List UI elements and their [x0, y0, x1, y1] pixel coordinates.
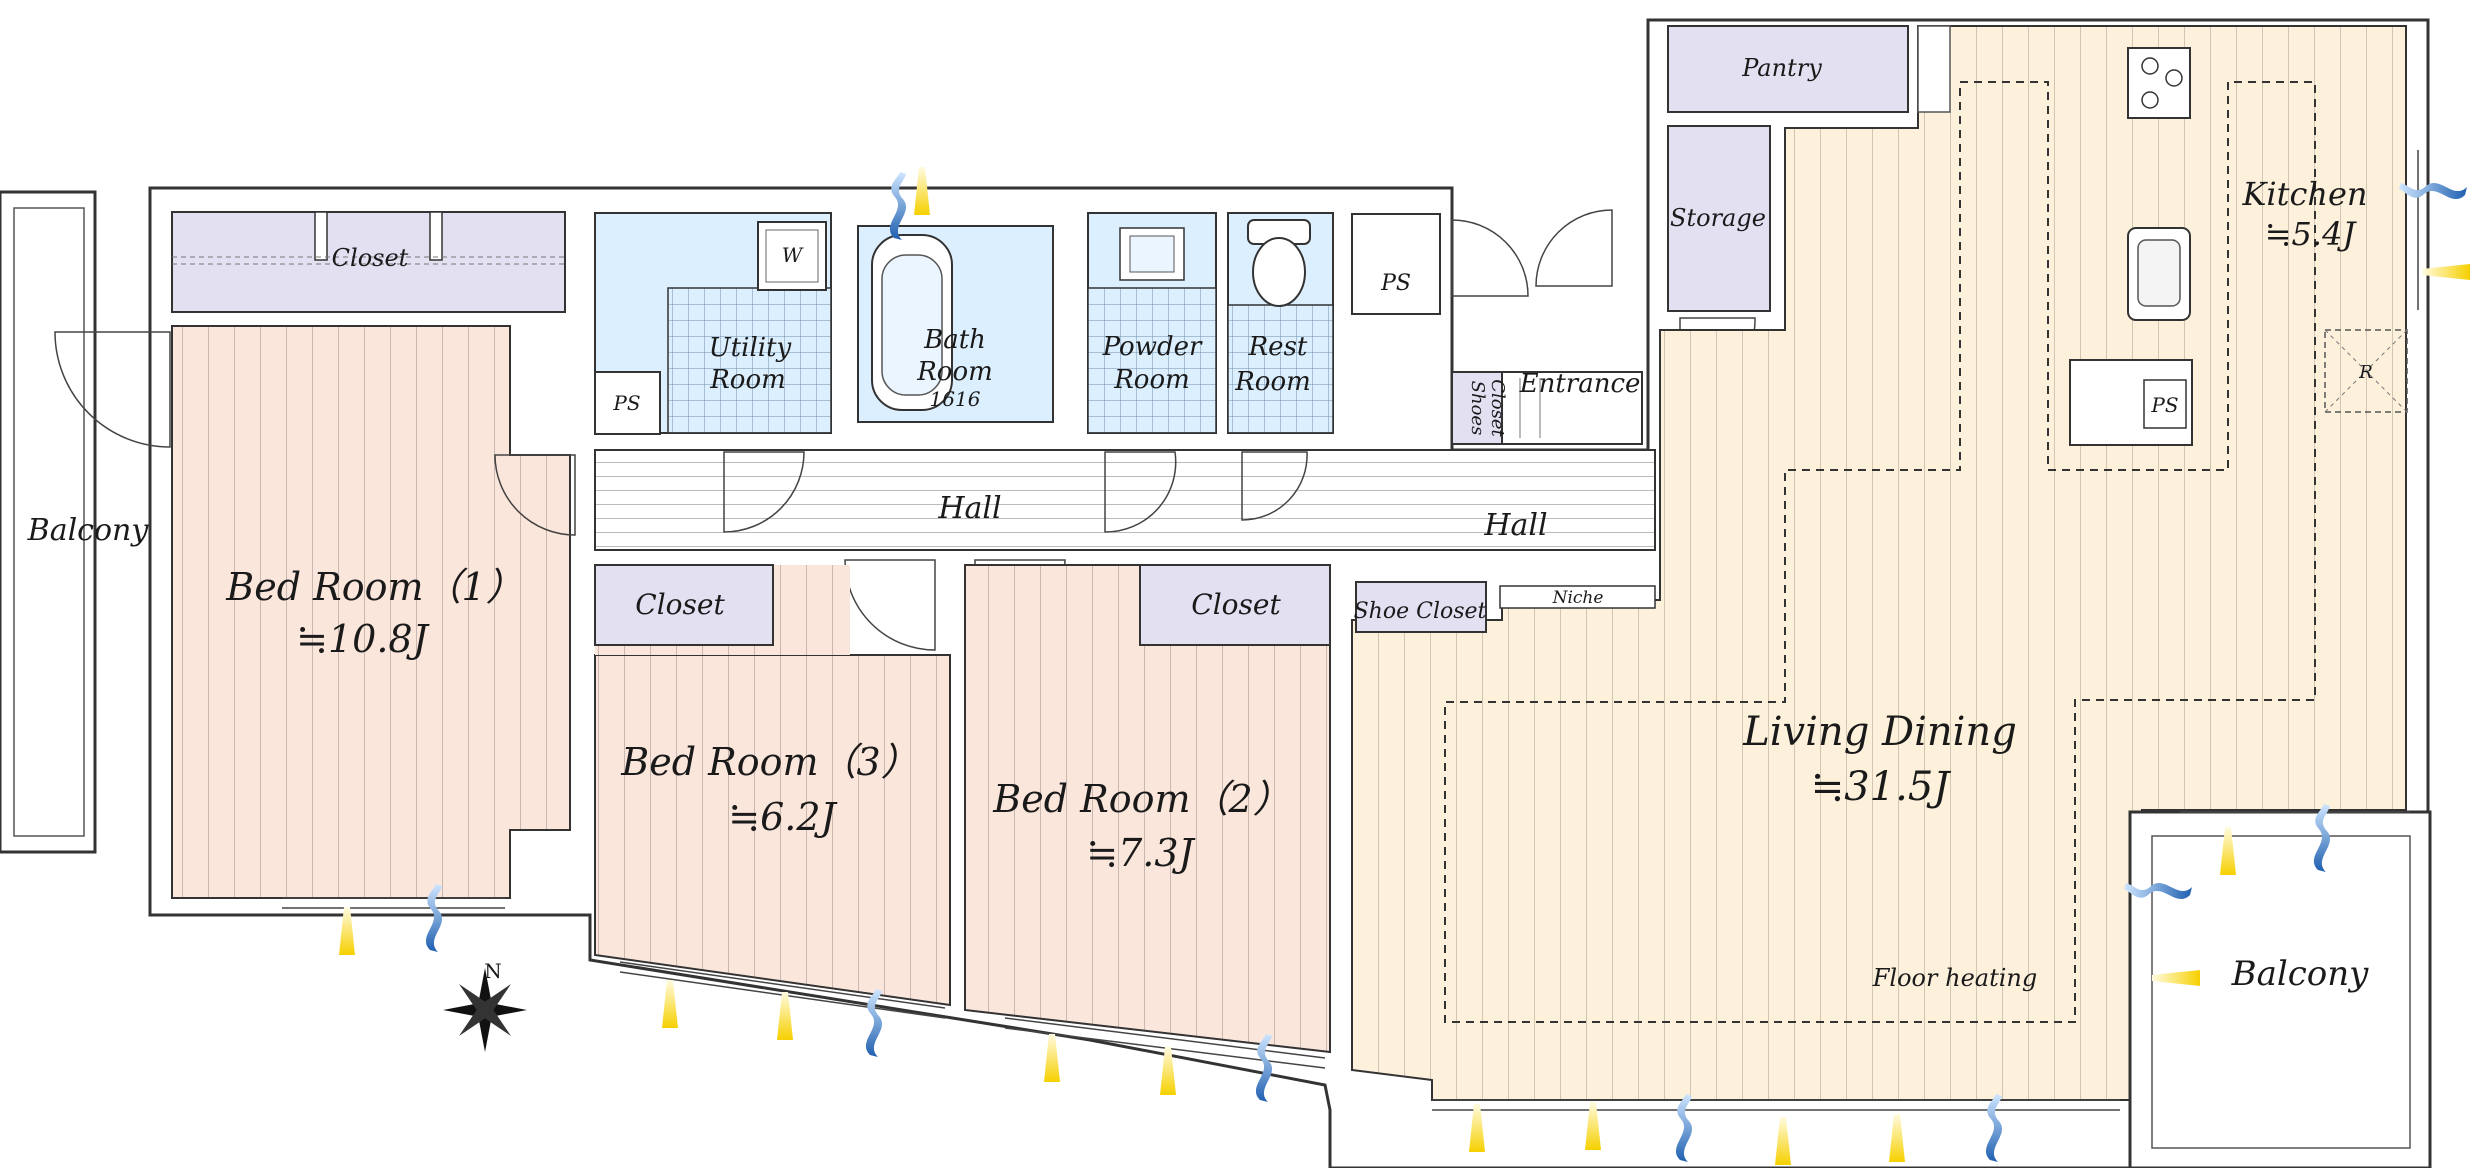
ps-kitchen-label: PS	[2150, 393, 2178, 417]
bath-label: Bath	[923, 325, 986, 355]
living-size-label: ≒31.5J	[1811, 764, 1952, 810]
entrance-area	[1501, 371, 1643, 445]
bed1-label: Bed Room（1）	[225, 565, 523, 609]
hall-east-label: Hall	[1483, 508, 1547, 543]
niche-label: Niche	[1552, 588, 1604, 608]
compass	[443, 968, 527, 1052]
rest-label: Rest	[1248, 332, 1308, 362]
balcony-west-label: Balcony	[27, 513, 150, 548]
closet-bed3-label: Closet	[635, 588, 725, 621]
bath-room-label: Room	[916, 357, 993, 387]
hall-west-label: Hall	[937, 491, 1001, 526]
bed-room-2	[964, 564, 1331, 1054]
entrance-label: Entrance	[1519, 369, 1641, 399]
closet-bed1-label: Closet	[332, 244, 409, 272]
balcony-east-label: Balcony	[2231, 954, 2370, 994]
dashed-areas	[1444, 81, 2316, 1023]
utility-room-label: Room	[709, 365, 786, 395]
shoes-closet-vertical	[1451, 371, 1503, 445]
closet-bed2-label: Closet	[1191, 588, 1281, 621]
bed1-size-label: ≒10.8J	[296, 617, 429, 661]
bed3-label: Bed Room（3）	[620, 740, 918, 784]
floor-heating-label: Floor heating	[1872, 964, 2037, 992]
storage	[1667, 125, 1771, 312]
balcony-west	[0, 190, 97, 854]
bed2-size-label: ≒7.3J	[1086, 831, 1195, 875]
powder-label: Powder	[1102, 332, 1203, 362]
shoes-closet-line2: Closet	[1487, 379, 1508, 437]
ps-utility-label: PS	[612, 391, 640, 415]
bed3-size-label: ≒6.2J	[728, 795, 837, 839]
kitchen-label: Kitchen	[2241, 175, 2367, 213]
compass-north-label: N	[484, 959, 502, 983]
shoes-closet-line1: Shoes	[1467, 381, 1488, 436]
ps-hall-label: PS	[1380, 271, 1411, 296]
bed2-label: Bed Room（2）	[992, 777, 1290, 821]
balcony-east	[2128, 810, 2432, 1168]
washer-label: W	[782, 243, 804, 267]
living-label: Living Dining	[1742, 709, 2017, 755]
rest-room	[1227, 212, 1334, 434]
powder-room	[1087, 212, 1217, 434]
closet-bed1	[171, 211, 566, 313]
storage-label: Storage	[1670, 204, 1766, 232]
bed-room-3	[594, 564, 951, 1007]
refrigerator-label: R	[2358, 362, 2373, 383]
hall	[594, 449, 1656, 551]
powder-room-label: Room	[1113, 365, 1190, 395]
bed-room-1	[171, 325, 571, 899]
ps-utility	[594, 371, 661, 435]
pantry-label: Pantry	[1741, 54, 1822, 82]
utility-room	[594, 212, 832, 434]
kitchen-fixtures	[2069, 47, 2408, 446]
bath-room	[857, 225, 1054, 423]
bath-size-label: 1616	[930, 387, 981, 411]
shoe-closet-label: Shoe Closet	[1354, 599, 1487, 624]
shoe-closet	[1355, 581, 1487, 633]
pantry	[1667, 25, 1909, 113]
kitchen-size-label: ≒5.4J	[2265, 215, 2358, 253]
utility-label: Utility	[709, 333, 792, 363]
ps-hall	[1351, 213, 1441, 315]
rest-room-label: Room	[1234, 367, 1311, 397]
niche	[1499, 585, 1656, 609]
